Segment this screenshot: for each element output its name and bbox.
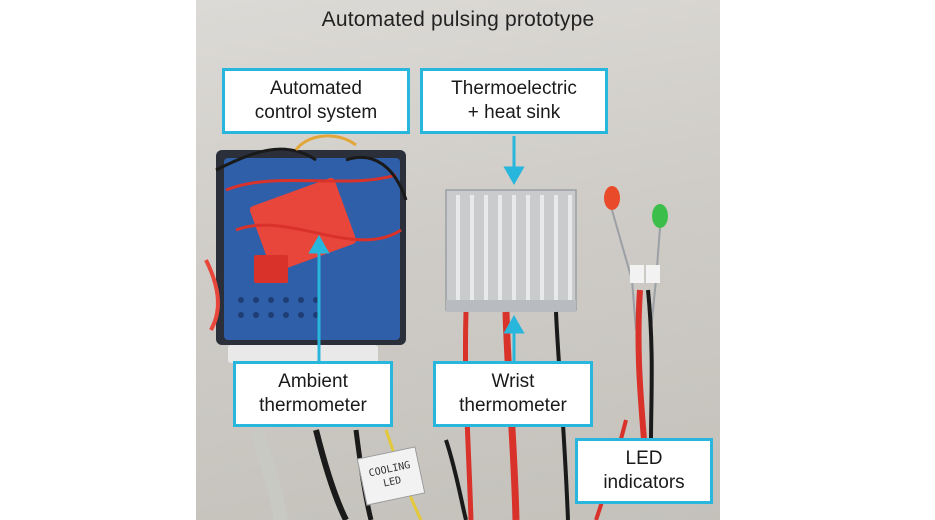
heat-sink <box>445 189 577 312</box>
led-indicators-parts <box>594 186 668 520</box>
callout-control-system: Automated control system <box>222 68 410 134</box>
control-board <box>204 134 408 363</box>
callout-ambient-thermometer: Ambient thermometer <box>233 361 393 427</box>
prototype-scene <box>204 134 668 520</box>
callout-led-indicators: LED indicators <box>575 438 713 504</box>
callout-arrows <box>308 136 525 361</box>
callout-thermoelectric-heat-sink: Thermoelectric + heat sink <box>420 68 608 134</box>
prototype-photo: Automated pulsing prototype Automated co… <box>196 0 720 520</box>
figure-title: Automated pulsing prototype <box>321 8 595 31</box>
callout-wrist-thermometer: Wrist thermometer <box>433 361 593 427</box>
